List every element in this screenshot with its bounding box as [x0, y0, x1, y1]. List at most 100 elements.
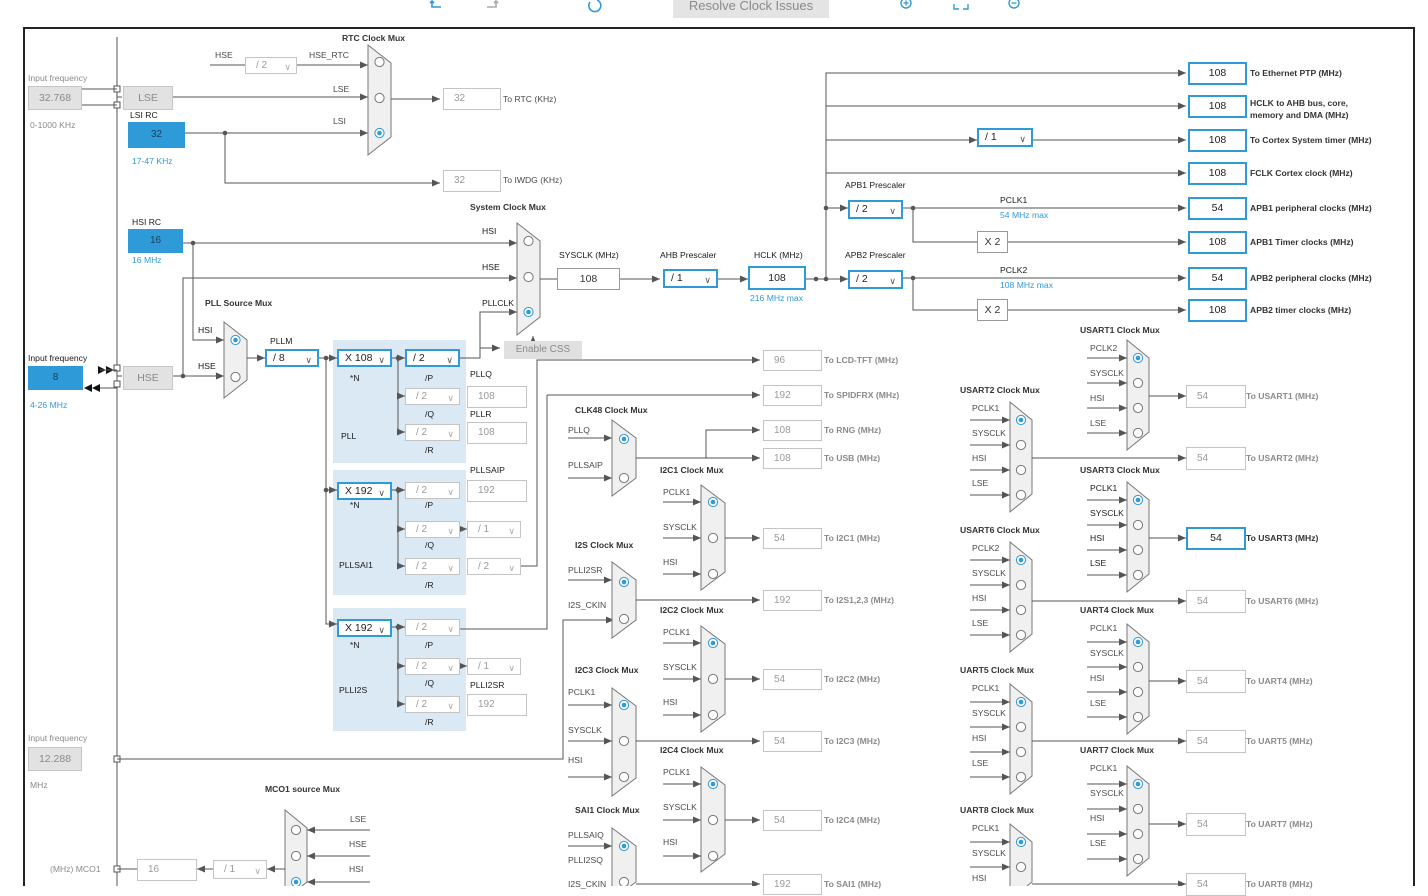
pll-p-divider[interactable]: / 2∨ [405, 349, 460, 367]
zoom-in-icon[interactable] [897, 0, 917, 16]
iwdg-output-value[interactable]: 32 [443, 170, 501, 192]
uart4-output-value[interactable]: 54 [1186, 670, 1246, 693]
mid-output-i2s-value[interactable]: 192 [763, 590, 822, 611]
zoom-out-icon[interactable] [1005, 0, 1025, 16]
mid-output-usb-value[interactable]: 108 [763, 448, 822, 469]
apb2-timer-multiplier[interactable]: X 2 [977, 299, 1008, 321]
sys-hse-label: HSE [482, 262, 500, 272]
pllsai1-r-divider[interactable]: / 2∨ [405, 558, 460, 575]
ahb-prescaler-select[interactable]: / 1∨ [663, 269, 718, 288]
enable-css-button[interactable]: Enable CSS [504, 341, 582, 359]
output-2-value[interactable]: 108 [1188, 129, 1247, 152]
undo-icon[interactable] [427, 0, 447, 16]
arrow [1178, 677, 1186, 685]
usart3-output-value[interactable]: 54 [1186, 527, 1246, 550]
uart5-output-value[interactable]: 54 [1186, 730, 1246, 753]
lsi-rc-oscillator[interactable]: 32 [128, 122, 185, 148]
plli2s-p-divider[interactable]: / 2∨ [405, 619, 460, 636]
plli2s-r-divider[interactable]: / 2∨ [405, 696, 460, 713]
pllm-divider[interactable]: / 8∨ [265, 349, 319, 367]
pllsai1-q-divider[interactable]: / 2∨ [405, 521, 460, 538]
mid-output-lcd-value[interactable]: 96 [763, 350, 822, 371]
output-3-value[interactable]: 108 [1188, 162, 1247, 185]
pllsai1-p-divider[interactable]: / 2∨ [405, 482, 460, 499]
mco1-output-value[interactable]: 16 [137, 859, 197, 881]
junction-dot [222, 130, 228, 136]
hsi-range-label: 16 MHz [132, 255, 162, 265]
wire [912, 278, 977, 311]
arrow [840, 275, 848, 283]
apb1-prescaler-select[interactable]: / 2∨ [848, 200, 903, 219]
uart7-output-value[interactable]: 54 [1186, 813, 1246, 836]
output-6-value[interactable]: 54 [1188, 267, 1247, 290]
mid-output-sai1-value[interactable]: 192 [763, 874, 822, 895]
arrow [1002, 416, 1010, 424]
plli2sr-value[interactable]: 192 [467, 694, 527, 716]
rtc-output-value-value: 32 [454, 93, 466, 104]
rtc-output-value[interactable]: 32 [443, 88, 501, 110]
pll-r-divider[interactable]: / 2∨ [405, 424, 460, 441]
redo-icon[interactable] [481, 0, 501, 16]
lse-frequency-input[interactable]: 32.768 [28, 86, 82, 110]
plli2s-q2-divider[interactable]: / 1∨ [467, 658, 521, 675]
output-7-value[interactable]: 108 [1188, 299, 1247, 322]
pllsaip-value[interactable]: 192 [467, 480, 527, 502]
arrow [267, 865, 275, 873]
mux-radio-1 [1132, 377, 1144, 389]
pll-q-divider[interactable]: / 2∨ [405, 388, 460, 405]
iwdg-output-label: To IWDG (KHz) [503, 175, 563, 185]
output-0-value[interactable]: 108 [1188, 62, 1247, 85]
cortex-timer-divider[interactable]: / 1∨ [977, 128, 1033, 147]
mco1-divider[interactable]: / 1∨ [213, 860, 267, 879]
hclk-value-input[interactable]: 108 [748, 266, 806, 290]
pllsai1-r2-divider[interactable]: / 2∨ [467, 558, 521, 575]
pllq-value[interactable]: 108 [467, 386, 527, 408]
hsi-rc-oscillator[interactable]: 16 [128, 229, 183, 253]
arrow [1002, 581, 1010, 589]
usart6-output-value[interactable]: 54 [1186, 590, 1246, 613]
pllsai1-q2-divider[interactable]: / 1∨ [467, 521, 521, 538]
resolve-clock-issues-button[interactable]: Resolve Clock Issues [673, 0, 829, 18]
output-5-value[interactable]: 108 [1188, 231, 1247, 254]
uart8-output-value[interactable]: 54 [1186, 873, 1246, 896]
uart8-in-1-label: SYSCLK [972, 848, 1006, 858]
mid-output-rng-value[interactable]: 108 [763, 420, 822, 441]
hse-oscillator[interactable]: HSE [123, 366, 173, 390]
mid-output-i2c4-value[interactable]: 54 [763, 810, 822, 831]
mid-output-i2c3-value[interactable]: 54 [763, 731, 822, 752]
usart1-in-0-label: PCLK2 [1090, 343, 1118, 353]
mid-output-i2c2-value[interactable]: 54 [763, 669, 822, 690]
hse-frequency-input[interactable]: 8 [28, 366, 83, 390]
usart2-output-value[interactable]: 54 [1186, 447, 1246, 470]
refresh-icon[interactable] [585, 0, 605, 16]
mux-radio-2 [1132, 686, 1144, 698]
lse-oscillator[interactable]: LSE [123, 86, 173, 110]
pllsai1-n-multiplier[interactable]: X 192∨ [337, 482, 392, 500]
output-6-value-value: 54 [1211, 272, 1224, 284]
rtc-hse-divider[interactable]: / 2∨ [245, 57, 297, 74]
uart5-mux-title: UART5 Clock Mux [960, 665, 1035, 675]
pll-p-label: /P [425, 373, 434, 383]
i2s-frequency-input[interactable]: 12.288 [28, 747, 82, 771]
mux-radio-3 [1015, 771, 1027, 783]
mid-output-i2c1-value[interactable]: 54 [763, 528, 822, 549]
apb2-prescaler-select[interactable]: / 2∨ [848, 270, 903, 289]
plli2s-q-divider[interactable]: / 2∨ [405, 658, 460, 675]
usart2-mux-title: USART2 Clock Mux [960, 385, 1040, 395]
output-4-value[interactable]: 54 [1188, 197, 1247, 220]
arrow [693, 816, 701, 824]
mid-output-sai1-value-value: 192 [774, 879, 791, 890]
pllr-value[interactable]: 108 [467, 422, 527, 444]
mid-output-spdif-value[interactable]: 192 [763, 385, 822, 406]
pll-n-multiplier[interactable]: X 108∨ [337, 349, 392, 367]
usart1-output-value[interactable]: 54 [1186, 385, 1246, 408]
arrow [1119, 638, 1127, 646]
apb1-timer-multiplier[interactable]: X 2 [977, 231, 1008, 253]
output-1-value[interactable]: 108 [1188, 95, 1247, 118]
usart-clock-mux-5 [1009, 682, 1033, 796]
lse-range-label: 0-1000 KHz [30, 120, 76, 130]
arrow [693, 711, 701, 719]
plli2s-n-multiplier[interactable]: X 192∨ [337, 619, 392, 637]
apb2-timer-multiplier-value: X 2 [984, 304, 1001, 316]
sysclk-value[interactable]: 108 [557, 268, 620, 290]
